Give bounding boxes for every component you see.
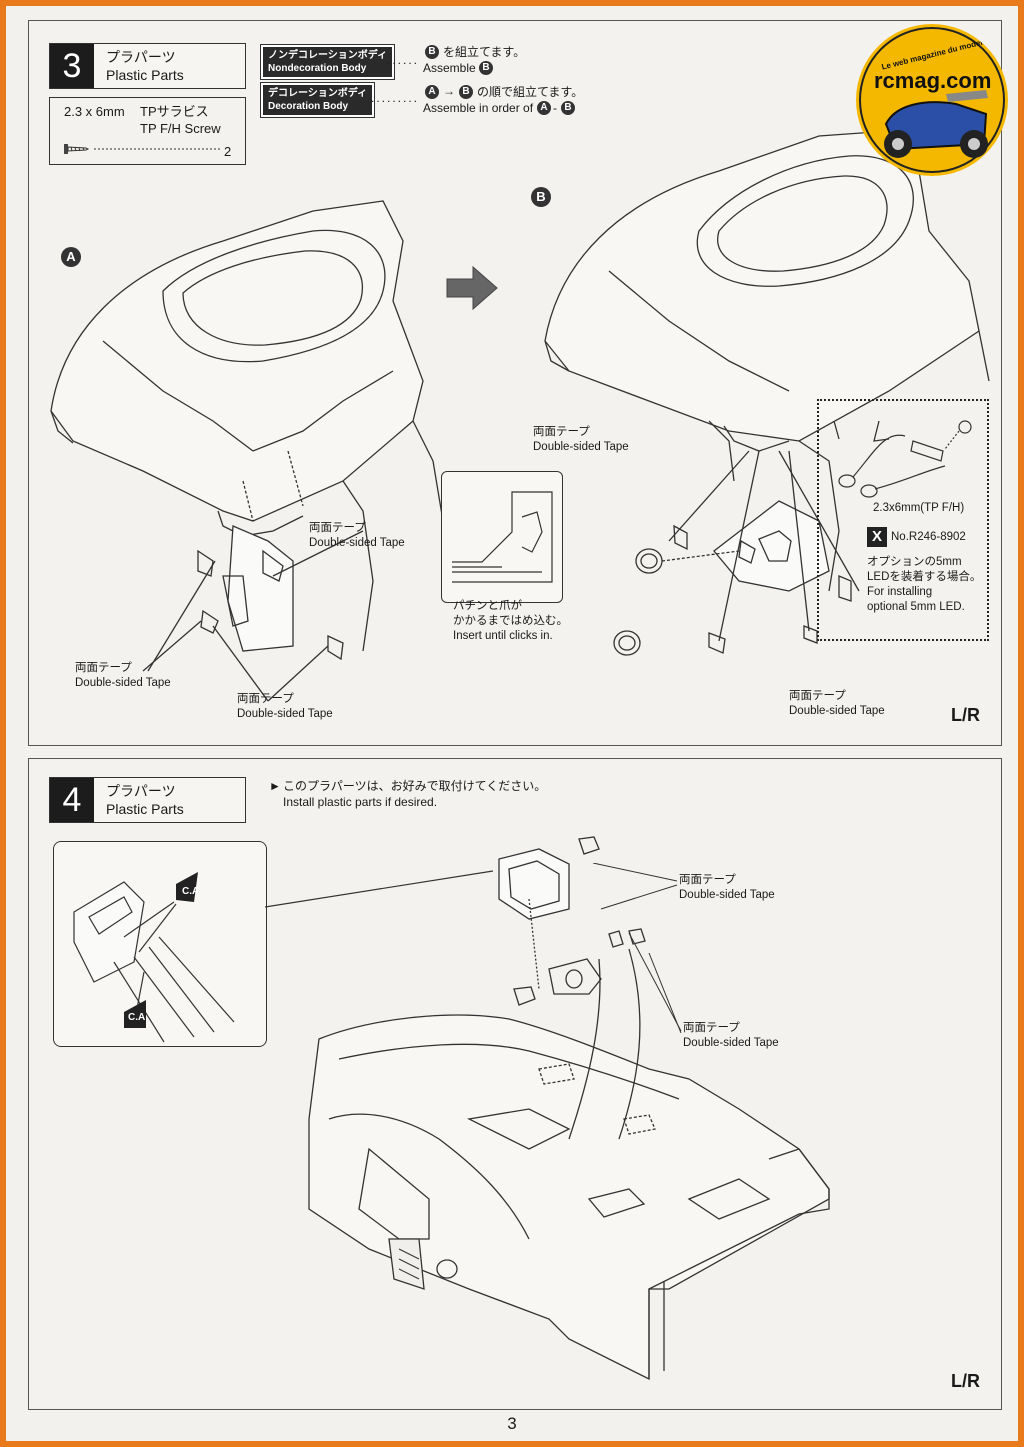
body-drawing-b: [544, 130, 990, 656]
led-en-2: optional 5mm LED.: [867, 601, 965, 613]
step-3-header: 3 プラパーツ Plastic Parts: [49, 43, 246, 89]
tape-label-en: Double-sided Tape: [75, 677, 171, 689]
marker-a: A: [61, 247, 81, 267]
marker-a-small: A: [537, 101, 551, 115]
screw-parts-box: 2.3 x 6mm TPサラビス TP F/H Screw 2: [49, 97, 246, 165]
step-title-en: Plastic Parts: [106, 801, 184, 817]
step-title-en: Plastic Parts: [106, 67, 184, 83]
led-jp-2: LEDを装着する場合。: [867, 571, 982, 583]
step-title-jp: プラパーツ: [106, 49, 176, 65]
logo-brand: rcmag.com: [874, 68, 992, 93]
callout-line: [265, 870, 494, 908]
insert-detail-box: [441, 471, 563, 603]
tape-label-en: Double-sided Tape: [679, 889, 775, 901]
marker-b-small: B: [425, 45, 439, 59]
dash-text: -: [553, 101, 557, 115]
next-arrow-icon: [446, 265, 498, 311]
leader-dots: .........: [371, 91, 420, 105]
nondeco-tag-jp: ノンデコレーションボディ: [268, 50, 388, 61]
step-4-panel: 4 プラパーツ Plastic Parts ► このプラパーツは、お好みで取付け…: [28, 758, 1002, 1410]
arrow-text: →: [443, 84, 455, 98]
step-3-panel: 3 プラパーツ Plastic Parts 2.3 x 6mm TPサラビス T…: [28, 20, 1002, 746]
tape-label-en: Double-sided Tape: [309, 537, 405, 549]
led-screw: 2.3x6mm(TP F/H): [873, 502, 965, 514]
tape-label-jp: 両面テープ: [75, 662, 132, 674]
glue-detail-box: C.A C.A: [53, 841, 267, 1047]
step4-note-en: Install plastic parts if desired.: [283, 795, 438, 809]
led-part-number: No.R246-8902: [891, 531, 966, 543]
insert-en: Insert until clicks in.: [453, 630, 553, 642]
deco-tag: デコレーションボディ Decoration Body: [259, 82, 376, 118]
clip-detail-drawing: [452, 491, 553, 583]
tape-label-en: Double-sided Tape: [237, 708, 333, 720]
tape-label-en: Double-sided Tape: [683, 1037, 779, 1049]
step-number: 3: [50, 44, 94, 88]
screw-name-jp: TPサラビス: [140, 104, 209, 119]
led-option-box: 2.3x6mm(TP F/H) X No.R246-8902 オプションの5mm…: [817, 399, 989, 641]
ca-glue-icon: C.A: [128, 1012, 146, 1023]
left-right-mark: L/R: [951, 1371, 980, 1391]
marker-b-small: B: [479, 61, 493, 75]
led-en-1: For installing: [867, 586, 933, 598]
screw-size: 2.3 x 6mm: [64, 104, 125, 119]
triangle-bullet-icon: ►: [269, 779, 281, 793]
marker-b: B: [531, 187, 551, 207]
page-number: 3: [507, 1414, 517, 1433]
manual-page: 3 プラパーツ Plastic Parts 2.3 x 6mm TPサラビス T…: [6, 6, 1018, 1441]
nondeco-tag: ノンデコレーションボディ Nondecoration Body: [259, 44, 396, 80]
tape-label-jp: 両面テープ: [237, 693, 294, 705]
chassis-drawing: [308, 836, 830, 1381]
vent-glue-drawing: [73, 872, 235, 1043]
deco-tag-en: Decoration Body: [268, 101, 349, 112]
step-4-header: 4 プラパーツ Plastic Parts: [49, 777, 246, 823]
left-right-mark: L/R: [951, 705, 980, 725]
led-x-badge: X: [867, 527, 887, 547]
deco-tag-jp: デコレーションボディ: [268, 88, 368, 99]
screw-name-en: TP F/H Screw: [140, 121, 221, 136]
marker-a-small: A: [425, 85, 439, 99]
insert-jp-1: パチンと爪が: [453, 600, 522, 612]
screw-icon: [64, 144, 222, 154]
ca-glue-icon: C.A: [182, 886, 200, 897]
tape-leader-lines: [592, 863, 682, 1034]
nondeco-tag-en: Nondecoration Body: [268, 63, 367, 74]
leader-dots: ......: [387, 53, 420, 67]
tape-label-en: Double-sided Tape: [789, 705, 885, 717]
tape-label-jp: 両面テープ: [683, 1022, 740, 1034]
marker-b-small: B: [459, 85, 473, 99]
tape-label-jp: 両面テープ: [533, 426, 590, 438]
step-title-jp: プラパーツ: [106, 783, 176, 799]
tape-label-jp: 両面テープ: [789, 690, 846, 702]
deco-instr-en: Assemble in order of: [423, 101, 534, 115]
led-drawing: [838, 420, 972, 498]
tape-label-jp: 両面テープ: [309, 522, 366, 534]
insert-jp-2: かかるまではめ込む。: [453, 615, 568, 627]
body-drawing-a: [50, 200, 444, 702]
marker-b-small: B: [561, 101, 575, 115]
tape-label-jp: 両面テープ: [679, 874, 736, 886]
tape-label-en: Double-sided Tape: [533, 441, 629, 453]
screw-qty: 2: [224, 144, 232, 159]
logo-car-icon: [859, 27, 1005, 173]
led-jp-1: オプションの5mm: [867, 556, 962, 568]
step-number: 4: [50, 778, 94, 822]
nondeco-instr-jp: を組立てます。: [443, 45, 526, 59]
rcmag-logo: rcmag.com Le web magazine du modelisme: [856, 24, 1008, 176]
step4-note-jp: このプラパーツは、お好みで取付けてください。: [283, 779, 547, 793]
deco-instr-jp: の順で組立てます。: [477, 85, 584, 99]
nondeco-instr-en: Assemble: [423, 61, 476, 75]
